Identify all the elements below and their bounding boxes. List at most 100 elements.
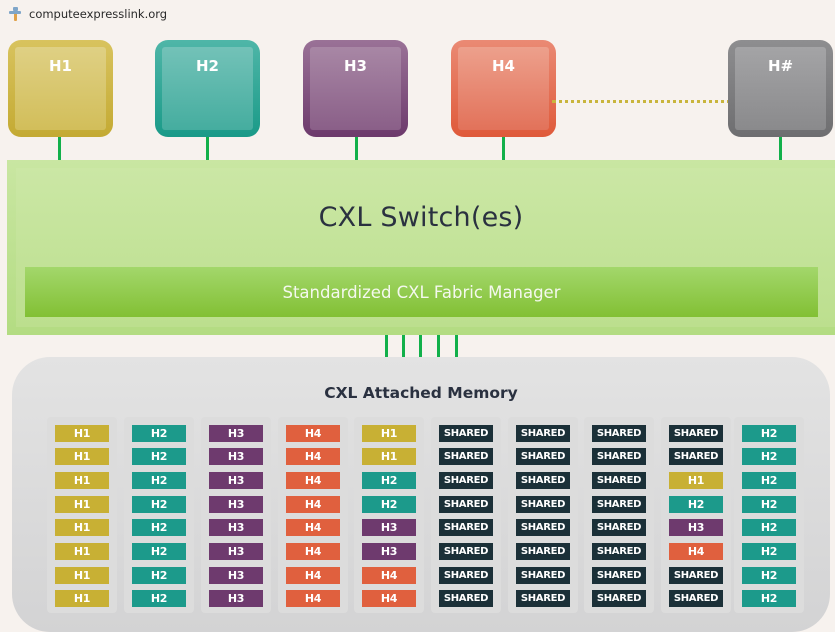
memory-device-column: SHARED SHARED SHARED SHARED SHARED SHARED SHAR… [508,417,578,613]
memory-link [402,335,405,357]
memory-region-h2: H2 [669,496,723,513]
memory-title: CXL Attached Memory [324,384,518,402]
site-url[interactable]: computeexpresslink.org [29,7,168,21]
cxl-switch: CXL Switch(es) Standardized CXL Fabric M… [7,160,835,335]
memory-region-shared: SHARED [592,472,646,489]
host-continuation-dots [552,100,738,103]
host-link-h1 [58,137,61,160]
memory-region-h4: H4 [286,590,340,607]
memory-region-shared: SHARED [439,567,493,584]
memory-region-shared: SHARED [592,543,646,560]
host-h2: H2 [155,40,260,137]
memory-link [437,335,440,357]
memory-region-h3: H3 [209,472,263,489]
memory-region-shared: SHARED [439,543,493,560]
memory-region-h4: H4 [286,448,340,465]
host-h4: H4 [451,40,556,137]
memory-region-shared: SHARED [516,496,570,513]
memory-region-h3: H3 [209,519,263,536]
host-link-h2 [206,137,209,160]
host-label: H1 [49,57,72,75]
memory-region-shared: SHARED [592,519,646,536]
host-link-h4 [502,137,505,160]
memory-region-shared: SHARED [669,448,723,465]
memory-region-shared: SHARED [516,590,570,607]
memory-region-h2: H2 [742,448,796,465]
memory-region-shared: SHARED [439,472,493,489]
memory-region-shared: SHARED [669,425,723,442]
host-link-hn [779,137,782,160]
memory-region-h4: H4 [286,567,340,584]
memory-region-h2: H2 [132,519,186,536]
memory-region-shared: SHARED [439,496,493,513]
memory-region-shared: SHARED [516,425,570,442]
memory-region-shared: SHARED [439,519,493,536]
memory-region-h1: H1 [55,519,109,536]
memory-device-column: SHARED SHARED SHARED SHARED SHARED SHARED SHAR… [431,417,501,613]
memory-region-shared: SHARED [516,567,570,584]
memory-region-h4: H4 [286,425,340,442]
memory-region-shared: SHARED [592,567,646,584]
memory-region-h2: H2 [132,472,186,489]
memory-region-shared: SHARED [516,448,570,465]
fabric-manager: Standardized CXL Fabric Manager [25,267,818,317]
memory-region-shared: SHARED [592,496,646,513]
memory-region-shared: SHARED [592,590,646,607]
memory-link [385,335,388,357]
memory-region-h2: H2 [742,543,796,560]
memory-region-h3: H3 [209,590,263,607]
memory-region-h3: H3 [209,543,263,560]
memory-device-column: SHARED SHARED SHARED SHARED SHARED SHARED SHAR… [584,417,654,613]
memory-region-h4: H4 [286,496,340,513]
memory-region-h2: H2 [742,567,796,584]
memory-region-h1: H1 [55,448,109,465]
switch-title: CXL Switch(es) [318,202,524,233]
memory-region-h3: H3 [209,448,263,465]
memory-region-h2: H2 [742,496,796,513]
memory-region-shared: SHARED [516,472,570,489]
memory-region-h1: H1 [55,496,109,513]
memory-link [455,335,458,357]
memory-region-shared: SHARED [516,543,570,560]
memory-region-shared: SHARED [669,567,723,584]
memory-region-h1: H1 [362,425,416,442]
memory-region-h2: H2 [742,425,796,442]
memory-region-h2: H2 [132,543,186,560]
memory-region-shared: SHARED [669,590,723,607]
memory-region-h2: H2 [742,472,796,489]
memory-region-h1: H1 [55,590,109,607]
host-h1: H1 [8,40,113,137]
host-label: H3 [344,57,367,75]
memory-region-h3: H3 [209,425,263,442]
memory-region-h3: H3 [669,519,723,536]
memory-region-h2: H2 [132,425,186,442]
host-link-h3 [355,137,358,160]
memory-region-h4: H4 [286,543,340,560]
memory-region-h3: H3 [362,543,416,560]
host-label: H4 [492,57,515,75]
memory-region-h2: H2 [362,496,416,513]
memory-region-h2: H2 [132,590,186,607]
memory-region-h4: H4 [362,590,416,607]
memory-region-h1: H1 [55,543,109,560]
memory-region-h3: H3 [362,519,416,536]
memory-region-h4: H4 [362,567,416,584]
site-header: computeexpresslink.org [8,5,167,23]
memory-region-h4: H4 [286,519,340,536]
memory-region-shared: SHARED [439,590,493,607]
memory-region-h2: H2 [362,472,416,489]
memory-region-h4: H4 [669,543,723,560]
memory-region-shared: SHARED [439,448,493,465]
host-h3: H3 [303,40,408,137]
memory-region-h2: H2 [132,496,186,513]
fabric-manager-label: Standardized CXL Fabric Manager [282,282,561,302]
host-label: H2 [196,57,219,75]
memory-region-shared: SHARED [592,448,646,465]
site-favicon-icon [8,7,22,21]
